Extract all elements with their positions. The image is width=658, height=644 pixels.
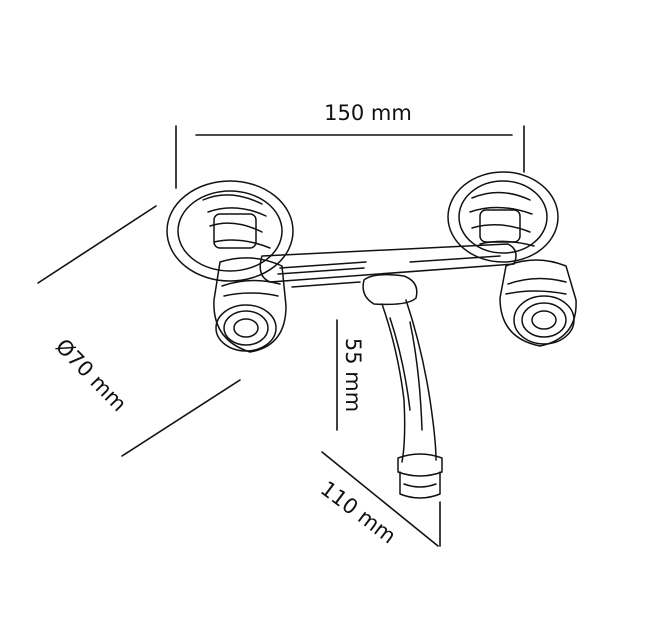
spout-aerator [397, 453, 443, 499]
depth-dimension [321, 451, 441, 547]
faucet-spout [362, 273, 437, 463]
left-wall-flange [166, 180, 294, 282]
left-valve-handle [213, 257, 287, 353]
height-label: 55 mm [341, 338, 365, 412]
width-label: 150 mm [324, 101, 412, 125]
diameter-dimension [37, 205, 241, 457]
width-dimension [175, 125, 525, 189]
faucet-drawing [166, 171, 577, 499]
right-wall-flange [447, 171, 559, 263]
right-valve-handle [499, 259, 577, 347]
diameter-label: Ø70 mm [51, 334, 131, 416]
depth-label: 110 mm [316, 476, 400, 548]
faucet-body [259, 243, 517, 288]
